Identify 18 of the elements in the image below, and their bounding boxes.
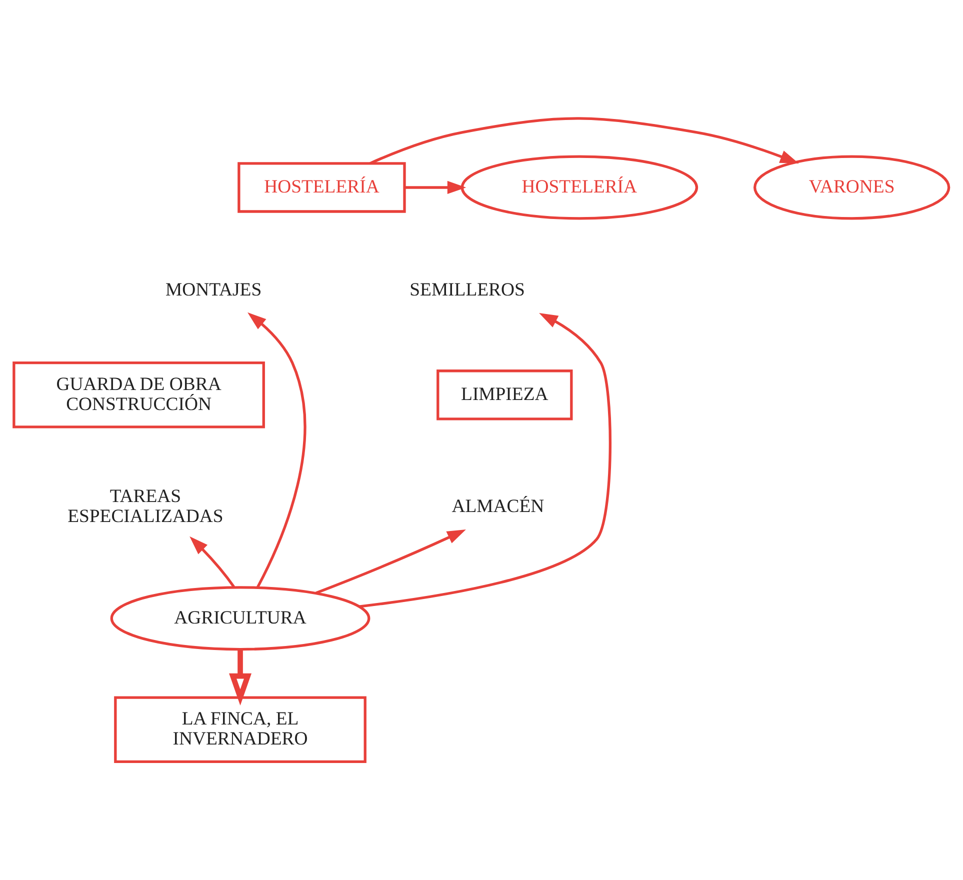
arrow [369,117,799,165]
node-box: HOSTELERÍA [238,162,406,213]
node-ellipse: HOSTELERÍA [460,155,698,220]
arrow [229,650,252,706]
node-text: MONTAJES [166,280,262,301]
arrow [190,536,235,588]
arrow [359,312,612,608]
node-box: LIMPIEZA [436,370,573,420]
node-box: GUARDA DE OBRA CONSTRUCCIÓN [12,362,265,428]
node-ellipse: AGRICULTURA [110,586,370,651]
node-text: TAREAS ESPECIALIZADAS [68,486,224,528]
node-ellipse: VARONES [753,155,950,220]
node-box: LA FINCA, EL INVERNADERO [114,696,366,763]
node-text: SEMILLEROS [410,280,525,301]
arrow [316,529,466,594]
arrow [248,312,306,588]
node-text: ALMACÉN [452,496,544,517]
arrow [404,180,466,194]
